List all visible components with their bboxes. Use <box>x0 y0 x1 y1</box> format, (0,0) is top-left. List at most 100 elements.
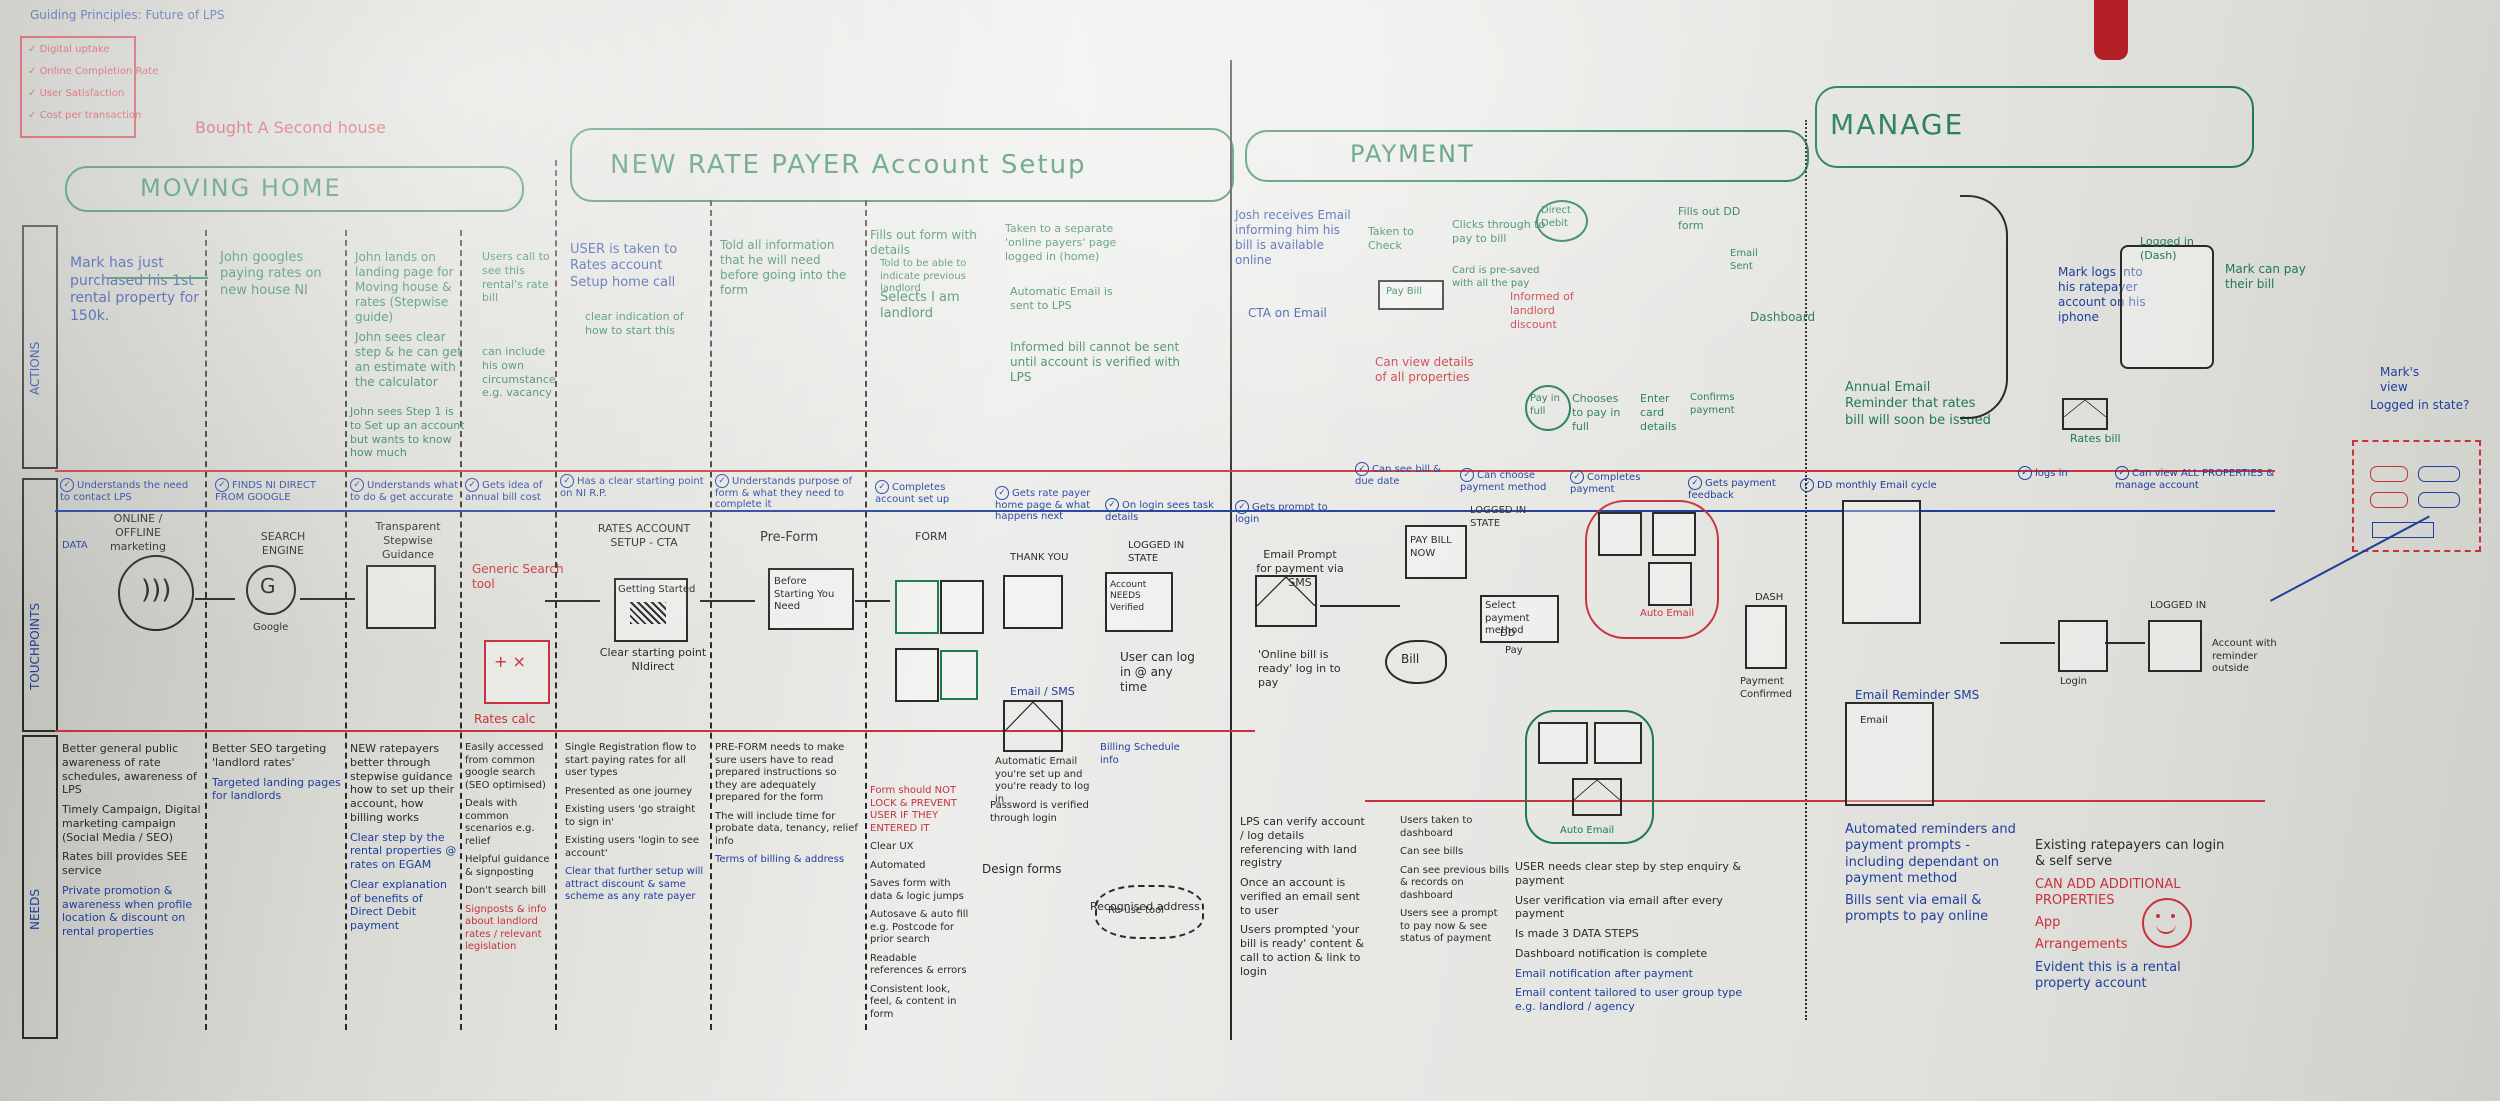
touchpoint-label: Re-use tool <box>1108 905 1164 918</box>
goal-item: ✓Gets rate payer home page & what happen… <box>995 486 1105 522</box>
action-text: Informed of landlord discount <box>1510 290 1600 331</box>
email-envelope-icon <box>1003 700 1063 752</box>
fire-alarm <box>2094 0 2128 60</box>
principle-item: ✓ Digital uptake <box>28 44 110 57</box>
touchpoint-label: Clear starting point NIdirect <box>598 646 708 674</box>
goal-item: ✓Understands what to do & get accurate <box>350 478 460 503</box>
touchpoint-label: Automatic Email you're set up and you're… <box>995 756 1095 806</box>
need-item: Users see a prompt to pay now & see stat… <box>1400 908 1510 946</box>
action-text: Told to be able to indicate previous lan… <box>880 258 990 296</box>
login-screen <box>2058 620 2108 672</box>
need-item: Automated <box>870 860 970 873</box>
touchpoint-label: RATES ACCOUNT SETUP - CTA <box>594 522 694 550</box>
divider <box>205 230 207 1030</box>
action-text: Taken to Check <box>1368 225 1438 253</box>
action-text: Users call to see this rental's rate bil… <box>482 250 552 305</box>
divider <box>555 160 557 1030</box>
need-item: Consistent look, feel, & content in form <box>870 984 970 1022</box>
action-text: Pay in full <box>1530 393 1566 418</box>
goal-item: ✓Has a clear starting point on NI R.P. <box>560 474 705 499</box>
action-text: Informed bill cannot be sent until accou… <box>1010 340 1180 385</box>
goal-item: ✓Completes account set up <box>875 480 985 505</box>
touchpoint-label: SEARCH ENGINE <box>243 530 323 558</box>
touchpoint-label: Email / SMS <box>1010 685 1075 699</box>
needs-column: Easily accessed from common google searc… <box>465 742 555 960</box>
flow-arrow <box>2000 642 2055 644</box>
wireframe-pill <box>2370 492 2408 508</box>
principle-item: ✓ Cost per transaction <box>28 110 141 123</box>
principle-item: ✓ User Satisfaction <box>28 88 124 101</box>
need-item: Dashboard notification is complete <box>1515 947 1745 961</box>
touchpoint-label: DD <box>1500 628 1515 641</box>
need-item: Saves form with data & logic jumps <box>870 878 970 903</box>
action-text: Pay Bill <box>1386 286 1422 299</box>
need-item: Single Registration flow to start paying… <box>565 742 705 780</box>
row-label-touchpoints: TOUCHPOINTS <box>28 603 42 690</box>
divider <box>710 200 712 1030</box>
touchpoint-label: PAY BILL NOW <box>1410 535 1460 560</box>
action-text: Logged in (Dash) <box>2140 235 2210 263</box>
touchpoint-label: Pre-Form <box>760 530 818 546</box>
divider <box>1805 120 1807 1020</box>
touchpoint-label: Account NEEDS Verified <box>1110 580 1166 614</box>
mini-screen <box>1648 562 1692 606</box>
rates-bill-envelope-icon <box>2062 398 2108 430</box>
goal-item: ✓Understands the need to contact LPS <box>60 478 200 503</box>
form-page <box>940 580 984 634</box>
touchpoint-label: Rates calc <box>474 712 535 727</box>
need-item: Better SEO targeting 'landlord rates' <box>212 742 342 770</box>
touchpoint-label: Login <box>2060 676 2087 689</box>
need-item: Helpful guidance & signposting <box>465 854 555 879</box>
need-item: Clear explanation of benefits of Direct … <box>350 878 458 933</box>
mini-screen <box>1652 512 1696 556</box>
row-line <box>55 470 2275 472</box>
goal-item: ✓Completes payment <box>1570 470 1680 495</box>
needs-column: Single Registration flow to start paying… <box>565 742 705 910</box>
need-item: Arrangements <box>2035 937 2235 953</box>
row-line <box>1365 800 2265 802</box>
action-text: Mark can pay their bill <box>2225 262 2315 292</box>
need-item: Users prompted 'your bill is ready' cont… <box>1240 923 1370 978</box>
need-item: Automated reminders and payment prompts … <box>1845 822 2025 887</box>
action-text: Enter card details <box>1640 392 1695 433</box>
needs-column: Better SEO targeting 'landlord rates' Ta… <box>212 742 342 809</box>
form-page <box>895 580 939 634</box>
touchpoint-label: Transparent Stepwise Guidance <box>358 520 458 561</box>
goal-item: ✓FINDS NI DIRECT FROM GOOGLE <box>215 478 340 503</box>
row-label-box-needs <box>22 735 58 1039</box>
need-item: Clear step by the rental properties @ ra… <box>350 831 458 872</box>
touchpoint-label: 'Online bill is ready' log in to pay <box>1258 648 1348 689</box>
touchpoint-label: Select payment method <box>1485 600 1555 638</box>
calculator-icon <box>484 640 550 704</box>
flow-arrow <box>855 600 890 602</box>
need-item: Rates bill provides SEE service <box>62 850 202 878</box>
divider <box>865 200 867 1030</box>
action-text: John sees clear step & he can get an est… <box>355 330 465 390</box>
action-text: can include his own circumstance e.g. va… <box>482 345 552 400</box>
row-label-needs: NEEDS <box>28 889 42 930</box>
needs-column: LPS can verify account / log details ref… <box>1240 815 1370 984</box>
wireframe-pill <box>2418 492 2460 508</box>
principle-item: ✓ Online Completion Rate <box>28 66 158 79</box>
need-item: Password is verified through login <box>990 800 1110 825</box>
payment-email-envelope-icon <box>1255 575 1317 627</box>
need-item: The will include time for probate data, … <box>715 811 860 849</box>
action-text: Dashboard <box>1750 310 1815 325</box>
need-item: Form should NOT LOCK & PREVENT USER IF T… <box>870 785 970 835</box>
touchpoint-label: Auto Email <box>1560 825 1614 838</box>
need-item: CAN ADD ADDITIONAL PROPERTIES <box>2035 877 2235 910</box>
touchpoint-label: Account with reminder outside <box>2212 638 2287 676</box>
need-item: Existing ratepayers can login & self ser… <box>2035 838 2235 871</box>
dd-email-screen <box>1842 500 1921 624</box>
phase-setup: NEW RATE PAYER Account Setup <box>610 150 1087 180</box>
touchpoint-label: Email Reminder SMS <box>1855 688 2005 703</box>
action-text: clear indication of how to start this <box>585 310 695 338</box>
need-item: Don't search bill <box>465 885 555 898</box>
touchpoint-label: Getting Started <box>618 584 695 597</box>
stepwise-guide-screen <box>366 565 436 629</box>
need-item: Signposts & info about landlord rates / … <box>465 904 555 954</box>
touchpoint-label: ONLINE / OFFLINE marketing <box>98 512 178 553</box>
goal-item: ✓Can choose payment method <box>1460 468 1565 493</box>
need-item: Users taken to dashboard <box>1400 815 1510 840</box>
need-item: Timely Campaign, Digital marketing campa… <box>62 803 202 844</box>
